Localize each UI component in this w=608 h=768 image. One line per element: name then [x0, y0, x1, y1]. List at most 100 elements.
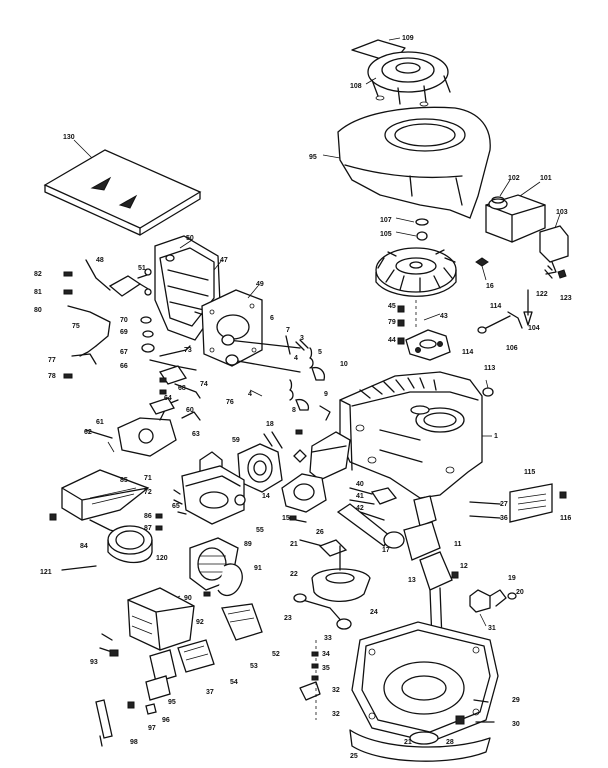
- crankshaft-and-rod: [293, 495, 453, 649]
- label-82: 82: [34, 271, 42, 278]
- label-86: 86: [144, 513, 152, 520]
- label-61: 61: [96, 419, 104, 426]
- label-114: 114: [490, 303, 501, 310]
- label-69: 69: [120, 329, 128, 336]
- label-43: 43: [440, 313, 448, 320]
- cover-plate-right: [469, 483, 567, 523]
- label-10: 10: [340, 361, 348, 368]
- label-1: 1: [494, 433, 498, 440]
- air-filter-element: [127, 537, 243, 651]
- label-41: 41: [356, 493, 364, 500]
- label-7: 7: [286, 327, 290, 334]
- label-4: 4: [248, 391, 252, 398]
- label-130: 130: [63, 134, 75, 141]
- label-123: 123: [560, 295, 572, 302]
- label-101: 101: [540, 175, 552, 182]
- label-32: 32: [332, 687, 340, 694]
- label-32: 32: [332, 711, 340, 718]
- label-80: 80: [34, 307, 42, 314]
- label-98: 98: [130, 739, 138, 746]
- label-23: 23: [284, 615, 292, 622]
- label-5: 5: [318, 349, 322, 356]
- label-15: 15: [282, 515, 290, 522]
- label-77: 77: [48, 357, 56, 364]
- muffler-assembly: [485, 179, 569, 275]
- label-24: 24: [370, 609, 378, 616]
- label-52: 52: [272, 651, 280, 658]
- carburetor-assembly: [85, 377, 201, 457]
- label-79: 79: [388, 319, 396, 326]
- label-103: 103: [556, 209, 568, 216]
- label-8: 8: [292, 407, 296, 414]
- label-60: 60: [186, 407, 194, 414]
- label-72: 72: [144, 489, 152, 496]
- label-74: 74: [200, 381, 208, 388]
- label-116: 116: [560, 515, 571, 522]
- label-21: 21: [404, 739, 412, 746]
- label-75: 75: [72, 323, 80, 330]
- label-76: 76: [226, 399, 234, 406]
- label-20: 20: [516, 589, 524, 596]
- label-28: 28: [446, 739, 454, 746]
- cam-gear-side-parts: [451, 571, 517, 627]
- label-21: 21: [290, 541, 298, 548]
- label-29: 29: [512, 697, 520, 704]
- flywheel-assembly: [375, 217, 457, 297]
- label-93: 93: [90, 659, 98, 666]
- ignition-coil-parts: [397, 300, 451, 361]
- label-53: 53: [250, 663, 258, 670]
- label-102: 102: [508, 175, 520, 182]
- label-89: 89: [244, 541, 252, 548]
- cylinder-head-group: [154, 235, 263, 367]
- label-87: 87: [144, 525, 152, 532]
- label-68: 68: [178, 385, 186, 392]
- label-27: 27: [500, 501, 508, 508]
- label-67: 67: [120, 349, 128, 356]
- label-49: 49: [256, 281, 264, 288]
- label-9: 9: [324, 391, 328, 398]
- label-63: 63: [192, 431, 200, 438]
- label-17: 17: [382, 547, 390, 554]
- label-54: 54: [230, 679, 238, 686]
- label-109: 109: [402, 35, 414, 42]
- label-55: 55: [256, 527, 264, 534]
- label-84: 84: [80, 543, 88, 550]
- label-73: 73: [184, 347, 192, 354]
- label-31: 31: [488, 625, 496, 632]
- label-107: 107: [380, 217, 392, 224]
- label-91: 91: [254, 565, 262, 572]
- label-45: 45: [388, 303, 396, 310]
- fuel-bowl-parts: [155, 465, 246, 531]
- label-113: 113: [484, 365, 495, 372]
- label-26: 26: [316, 529, 324, 536]
- label-40: 40: [356, 481, 364, 488]
- label-95: 95: [309, 154, 317, 161]
- label-44: 44: [388, 337, 396, 344]
- label-13: 13: [408, 577, 416, 584]
- crankcase-base-sump: [299, 621, 499, 762]
- label-19: 19: [508, 575, 516, 582]
- label-66: 66: [120, 363, 128, 370]
- label-4: 4: [294, 355, 298, 362]
- label-18: 18: [266, 421, 274, 428]
- label-104: 104: [528, 325, 540, 332]
- air-filter-housing: [49, 469, 153, 571]
- label-120: 120: [156, 555, 168, 562]
- label-42: 42: [356, 505, 364, 512]
- label-36: 36: [500, 515, 508, 522]
- label-65: 65: [172, 503, 180, 510]
- label-96: 96: [162, 717, 170, 724]
- label-33: 33: [324, 635, 332, 642]
- breather-and-cover-parts: [281, 473, 398, 523]
- label-64: 64: [164, 395, 172, 402]
- label-114: 114: [462, 349, 473, 356]
- label-90: 90: [184, 595, 192, 602]
- label-51: 51: [138, 265, 146, 272]
- label-16: 16: [486, 283, 494, 290]
- label-62: 62: [84, 429, 92, 436]
- label-37: 37: [206, 689, 214, 696]
- label-97: 97: [148, 725, 156, 732]
- label-92: 92: [196, 619, 204, 626]
- label-122: 122: [536, 291, 548, 298]
